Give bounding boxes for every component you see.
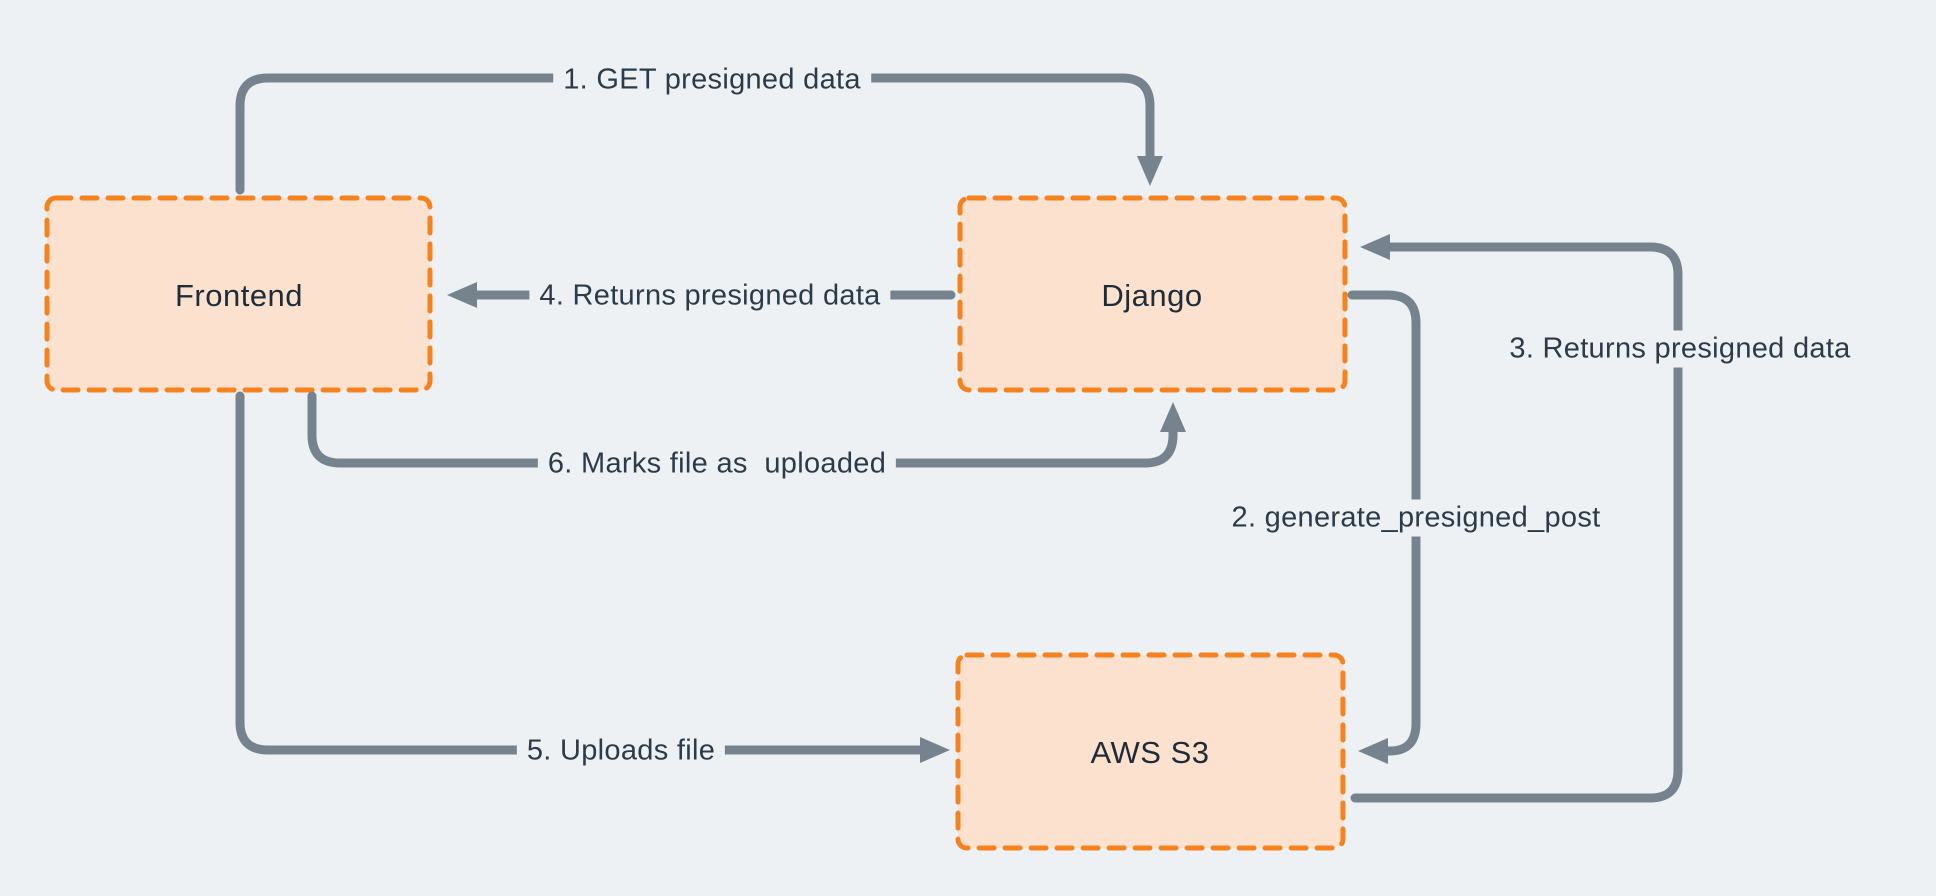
edge-6-label: 6. Marks file as uploaded [537, 445, 897, 483]
node-frontend-box [44, 195, 433, 393]
edge-3-label: 3. Returns presigned data [1499, 330, 1861, 368]
edge-5-path [235, 391, 950, 763]
edge-2-label: 2. generate_presigned_post [1221, 499, 1611, 537]
edge-3-path [1350, 234, 1683, 803]
edge-4-label: 4. Returns presigned data [529, 277, 891, 315]
node-aws-s3-box [955, 652, 1346, 851]
node-django-box [957, 195, 1348, 393]
node-frontend-label: Frontend [174, 278, 304, 313]
edge-5-label: 5. Uploads file [516, 732, 726, 770]
node-django-label: Django [1101, 278, 1203, 313]
edge-1-label: 1. GET presigned data [553, 61, 871, 99]
node-aws-s3-label: AWS S3 [1090, 735, 1210, 770]
